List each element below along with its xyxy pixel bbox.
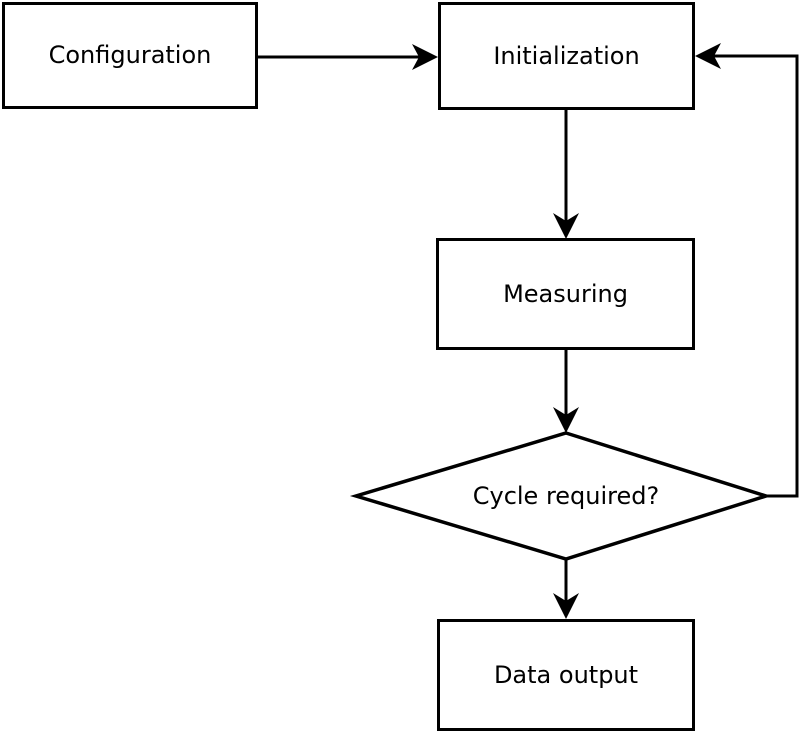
node-initialization-label: Initialization xyxy=(493,41,640,70)
node-initialization: Initialization xyxy=(438,2,695,110)
node-measuring-label: Measuring xyxy=(503,279,628,308)
arrowhead-cycle-required-to-data-output xyxy=(553,593,579,619)
node-cycle-required-label: Cycle required? xyxy=(472,481,660,510)
edge-cycle-required-to-initialization-loop xyxy=(712,54,799,498)
node-data-output: Data output xyxy=(437,619,695,731)
node-cycle-required: Cycle required? xyxy=(366,474,766,518)
arrowhead-initialization-to-measuring xyxy=(553,213,579,239)
arrowhead-measuring-to-cycle-required xyxy=(553,407,579,433)
node-data-output-label: Data output xyxy=(493,660,639,689)
node-configuration-label: Configuration xyxy=(48,41,212,70)
arrowhead-configuration-to-initialization xyxy=(412,44,438,70)
node-configuration: Configuration xyxy=(2,2,258,109)
arrowhead-cycle-required-to-initialization-loop xyxy=(695,43,721,69)
node-measuring: Measuring xyxy=(436,238,695,350)
